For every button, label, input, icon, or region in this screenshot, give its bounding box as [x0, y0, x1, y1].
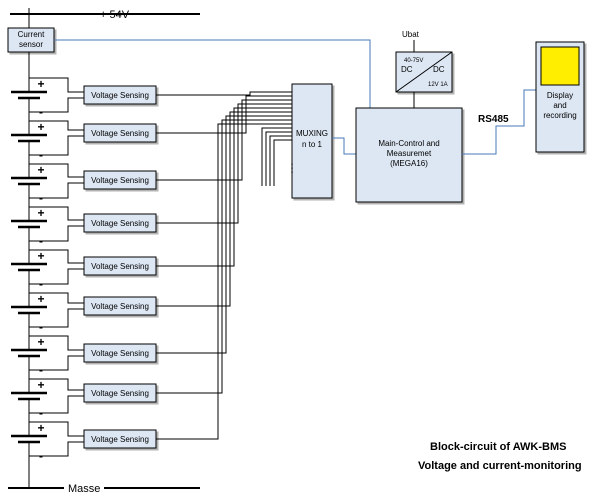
voltage-sensing-label: Voltage Sensing	[91, 219, 149, 228]
mux-to-control-wire	[332, 137, 356, 155]
cell-tap-plus	[29, 421, 84, 437]
voltage-sensing-unit: Voltage Sensing	[29, 77, 157, 113]
main-control-label-3: (MEGA16)	[390, 159, 428, 168]
cell-tap-minus	[29, 182, 84, 199]
top-rail-label: + 54V	[100, 9, 130, 21]
voltage-sensing-label: Voltage Sensing	[91, 349, 149, 358]
voltage-sensing-unit: Voltage Sensing	[29, 206, 157, 242]
voltage-sensing-unit: Voltage Sensing	[29, 120, 157, 156]
sensing-output-wire	[156, 111, 292, 307]
voltage-sensing-label: Voltage Sensing	[91, 91, 149, 100]
cell-plus-label: +	[37, 378, 44, 392]
voltage-sensing-unit: Voltage Sensing	[29, 378, 157, 414]
cell-tap-minus	[29, 308, 84, 328]
top-rail: + 54V	[10, 8, 200, 28]
cell-tap-minus	[29, 135, 84, 156]
display-screen	[540, 46, 580, 86]
main-control-box: Main-Control and Measuremet (MEGA16)	[355, 107, 463, 203]
ubat-label: Ubat	[402, 30, 420, 39]
sensing-output-wire	[156, 119, 292, 394]
cell-tap-minus	[29, 355, 84, 371]
sensing-to-mux-wires	[156, 91, 292, 440]
dcdc-dc-left: DC	[401, 65, 413, 74]
cell-tap-minus	[29, 395, 84, 414]
cell-tap-plus	[29, 249, 84, 264]
caption-line-1: Block-circuit of AWK-BMS	[430, 441, 567, 453]
cell-tap-plus	[29, 77, 84, 93]
mux-spare-input	[269, 135, 292, 186]
main-control-label-2: Measuremet	[387, 149, 432, 158]
mux-label-1: MUXING	[296, 129, 328, 138]
cell-tap-plus	[29, 206, 84, 221]
voltage-sensing-label: Voltage Sensing	[91, 302, 149, 311]
voltage-sensing-label: Voltage Sensing	[91, 129, 149, 138]
rs485-label: RS485	[478, 114, 509, 125]
sensing-output-wire	[156, 99, 292, 181]
mux-more-dots: ⋮	[286, 161, 298, 175]
voltage-sensing-unit: Voltage Sensing	[29, 335, 157, 371]
cell-plus-label: +	[37, 163, 44, 177]
cell-tap-plus	[29, 335, 84, 351]
sensing-output-wire	[156, 115, 292, 354]
current-sensor-wire	[54, 39, 371, 108]
voltage-sensing-unit: Voltage Sensing	[29, 163, 157, 199]
cell-tap-plus	[29, 120, 84, 131]
voltage-sensing-unit: Voltage Sensing	[29, 292, 157, 328]
main-control-label-1: Main-Control and	[378, 139, 439, 148]
cell-plus-label: +	[37, 335, 44, 349]
bottom-rail: Masse	[8, 470, 200, 495]
mux-box: MUXING n to 1 ⋮	[286, 83, 333, 199]
cell-tap-plus	[29, 163, 84, 178]
cell-plus-label: +	[37, 206, 44, 220]
current-sensor-label-2: sensor	[19, 40, 43, 49]
voltage-sensing-label: Voltage Sensing	[91, 435, 149, 444]
mux-label-2: n to 1	[302, 140, 323, 149]
rs485-wire	[462, 89, 536, 155]
battery-stack: +-+-+-+-+-+-+-+-+-	[11, 52, 47, 470]
bottom-rail-label: Masse	[68, 483, 100, 495]
mux-spare-input	[273, 139, 292, 186]
cell-tap-minus	[29, 441, 84, 457]
sensing-output-wire	[156, 123, 292, 440]
voltage-sensing-label: Voltage Sensing	[91, 176, 149, 185]
cell-tap-plus	[29, 292, 84, 304]
cell-plus-label: +	[37, 249, 44, 263]
voltage-sensing-unit: Voltage Sensing	[29, 249, 157, 285]
display-label-2: and	[553, 101, 566, 110]
voltage-sensing-label: Voltage Sensing	[91, 262, 149, 271]
dcdc-output-rating: 12V 1A	[428, 82, 448, 88]
cell-plus-label: +	[37, 120, 44, 134]
cell-tap-minus	[29, 225, 84, 242]
display-label-1: Display	[547, 91, 573, 100]
dcdc-dc-right: DC	[433, 65, 445, 74]
voltage-sensing-unit: Voltage Sensing	[29, 421, 157, 457]
current-sensor: Current sensor	[7, 27, 55, 53]
cell-plus-label: +	[37, 77, 44, 91]
dcdc-converter: Ubat 40-75V DC DC 12V 1A	[395, 30, 453, 108]
mux-spare-input	[265, 131, 292, 186]
cell-plus-label: +	[37, 292, 44, 306]
cell-tap-minus	[29, 97, 84, 113]
display-box: Display and recording	[535, 41, 585, 153]
sensing-output-wire	[156, 95, 292, 134]
sensing-output-wire	[156, 103, 292, 224]
sensing-output-wire	[156, 91, 292, 96]
caption-line-2: Voltage and current-monitoring	[418, 460, 582, 472]
voltage-sensing-label: Voltage Sensing	[91, 389, 149, 398]
cell-tap-plus	[29, 378, 84, 391]
current-sensor-label-1: Current	[18, 30, 45, 39]
dcdc-input-range: 40-75V	[404, 58, 423, 64]
display-label-3: recording	[543, 111, 576, 120]
sensing-output-wire	[156, 107, 292, 267]
cell-tap-minus	[29, 268, 84, 285]
mux-spare-input	[261, 127, 292, 186]
cell-plus-label: +	[37, 421, 44, 435]
